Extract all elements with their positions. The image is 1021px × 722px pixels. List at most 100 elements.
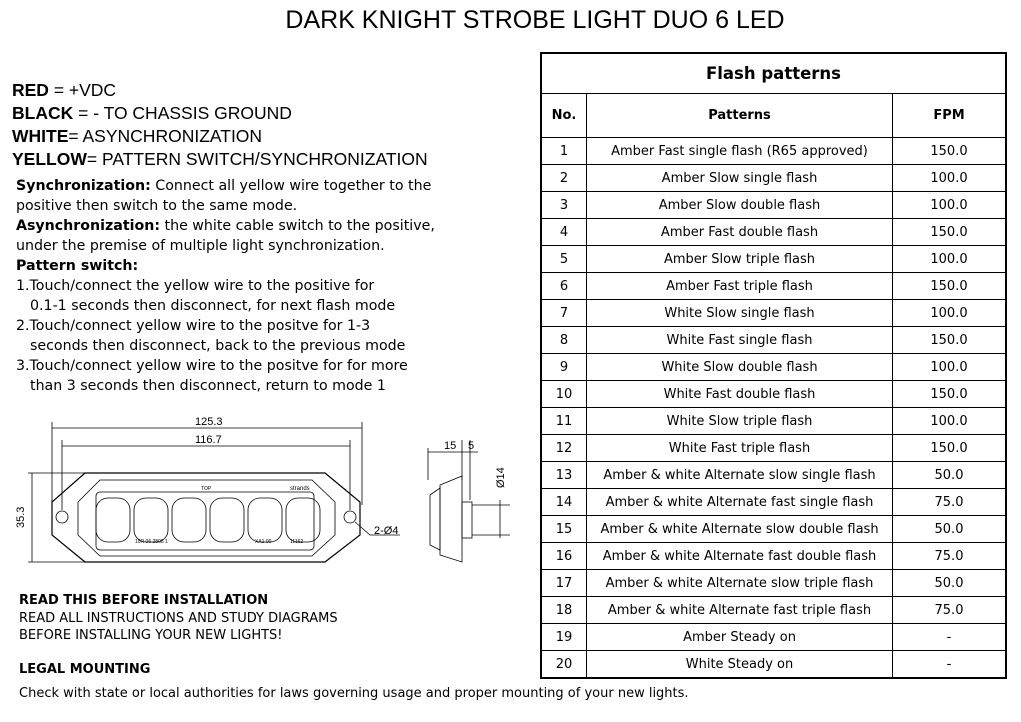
- cell-pattern: White Slow single flash: [586, 299, 893, 327]
- instructions: Synchronization: Connect all yellow wire…: [16, 178, 435, 394]
- cell-fpm: 100.0: [892, 191, 1007, 219]
- cell-fpm: 100.0: [892, 407, 1007, 435]
- cell-no: 17: [540, 569, 587, 597]
- dim-height: 35.3: [15, 507, 27, 528]
- cell-no: 8: [540, 326, 587, 354]
- cell-fpm: 75.0: [892, 542, 1007, 570]
- top-mark: TOP: [201, 486, 212, 492]
- cell-pattern: Amber Fast triple flash: [586, 272, 893, 300]
- cell-no: 1: [540, 137, 587, 165]
- installation-note: READ THIS BEFORE INSTALLATION READ ALL I…: [19, 593, 338, 643]
- col-patterns: Patterns: [586, 93, 893, 138]
- cert-mark: XA1 00: [255, 539, 272, 545]
- cell-fpm: 100.0: [892, 299, 1007, 327]
- cell-pattern: Amber & white Alternate slow single flas…: [586, 461, 893, 489]
- cell-no: 20: [540, 650, 587, 679]
- col-no: No.: [540, 93, 587, 138]
- cell-pattern: Amber & white Alternate slow double flas…: [586, 515, 893, 543]
- cell-fpm: 150.0: [892, 326, 1007, 354]
- dim-depth2: 5: [468, 440, 474, 452]
- wire-red: RED = +VDC: [12, 80, 117, 100]
- cell-no: 5: [540, 245, 587, 273]
- cell-no: 9: [540, 353, 587, 381]
- table-title: Flash patterns: [540, 52, 1007, 94]
- cell-fpm: 75.0: [892, 488, 1007, 516]
- cell-pattern: White Fast single flash: [586, 326, 893, 354]
- cell-fpm: 150.0: [892, 380, 1007, 408]
- cell-pattern: White Slow double flash: [586, 353, 893, 381]
- brand-mark: strands: [290, 486, 310, 492]
- cell-no: 2: [540, 164, 587, 192]
- cell-no: 18: [540, 596, 587, 624]
- cell-pattern: Amber & white Alternate fast double flas…: [586, 542, 893, 570]
- wire-yellow: YELLOW= PATTERN SWITCH/SYNCHRONIZATION: [12, 149, 428, 169]
- cell-pattern: Amber Steady on: [586, 623, 893, 651]
- dimension-diagram: 125.3 116.7 35.3 2-Ø4 15 5 Ø14 TOP stran…: [15, 416, 510, 563]
- cell-no: 14: [540, 488, 587, 516]
- cell-pattern: Amber & white Alternate fast single flas…: [586, 488, 893, 516]
- legal-note: LEGAL MOUNTING Check with state or local…: [19, 662, 689, 701]
- cell-no: 13: [540, 461, 587, 489]
- wire-black: BLACK = - TO CHASSIS GROUND: [12, 103, 292, 123]
- cell-no: 19: [540, 623, 587, 651]
- cell-fpm: 150.0: [892, 218, 1007, 246]
- cell-no: 12: [540, 434, 587, 462]
- cell-no: 7: [540, 299, 587, 327]
- cell-no: 3: [540, 191, 587, 219]
- led-array: [95, 497, 321, 543]
- cell-fpm: 50.0: [892, 569, 1007, 597]
- cell-fpm: -: [892, 623, 1007, 651]
- cell-pattern: Amber & white Alternate fast triple flas…: [586, 596, 893, 624]
- cell-fpm: 100.0: [892, 245, 1007, 273]
- cell-fpm: 75.0: [892, 596, 1007, 624]
- cell-no: 11: [540, 407, 587, 435]
- cert-mark: 11162: [290, 539, 303, 545]
- cell-no: 10: [540, 380, 587, 408]
- cell-pattern: White Steady on: [586, 650, 893, 679]
- cell-pattern: Amber Fast single flash (R65 approved): [586, 137, 893, 165]
- cell-fpm: 150.0: [892, 272, 1007, 300]
- dim-outer-width: 125.3: [195, 416, 223, 428]
- cell-no: 6: [540, 272, 587, 300]
- cell-pattern: Amber Slow single flash: [586, 164, 893, 192]
- cell-fpm: 50.0: [892, 461, 1007, 489]
- cell-no: 16: [540, 542, 587, 570]
- dim-inner-width: 116.7: [195, 434, 222, 446]
- cell-pattern: Amber Slow double flash: [586, 191, 893, 219]
- cell-pattern: Amber Slow triple flash: [586, 245, 893, 273]
- cell-pattern: White Fast triple flash: [586, 434, 893, 462]
- cell-fpm: -: [892, 650, 1007, 679]
- cell-fpm: 150.0: [892, 434, 1007, 462]
- cell-pattern: White Fast double flash: [586, 380, 893, 408]
- dim-depth1: 15: [444, 440, 456, 452]
- page-title: DARK KNIGHT STROBE LIGHT DUO 6 LED: [285, 6, 785, 34]
- cell-fpm: 100.0: [892, 164, 1007, 192]
- dim-diameter: Ø14: [495, 467, 507, 488]
- cell-pattern: White Slow triple flash: [586, 407, 893, 435]
- cert-mark: 10R 06 2806 1: [135, 539, 168, 545]
- wire-white: WHITE= ASYNCHRONIZATION: [12, 126, 263, 146]
- cell-fpm: 100.0: [892, 353, 1007, 381]
- cell-pattern: Amber & white Alternate slow triple flas…: [586, 569, 893, 597]
- col-fpm: FPM: [892, 93, 1007, 138]
